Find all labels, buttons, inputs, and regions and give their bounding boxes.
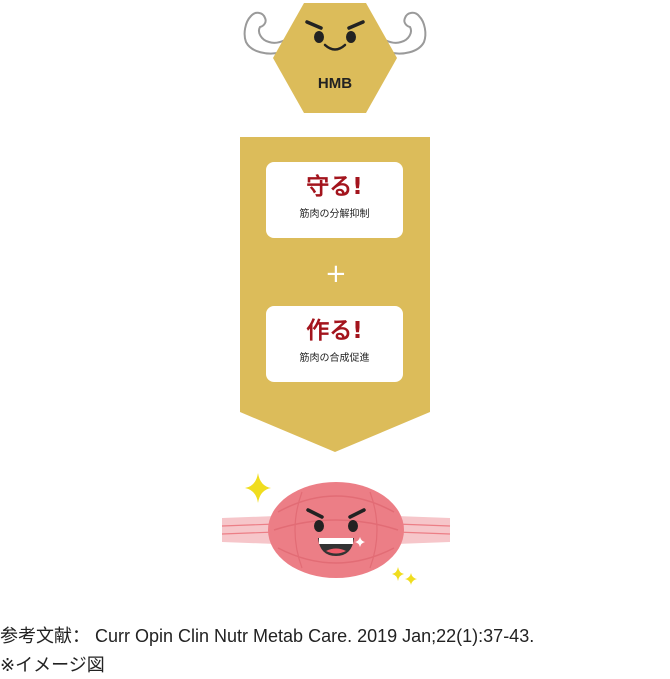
protect-subtitle: 筋肉の分解抑制 bbox=[299, 209, 370, 220]
small-sparkle-icon bbox=[405, 573, 417, 585]
protect-title: 守る! bbox=[306, 174, 363, 200]
image-note: ※イメージ図 bbox=[0, 655, 105, 675]
sparkle-icon bbox=[245, 473, 271, 503]
plus-sign: + bbox=[325, 259, 347, 289]
small-sparkle-icon bbox=[392, 567, 404, 581]
hmb-hexagon bbox=[273, 3, 397, 113]
left-flexing-arm-icon bbox=[243, 11, 286, 55]
build-title: 作る! bbox=[306, 318, 363, 344]
muscle-icon bbox=[268, 482, 404, 578]
face-icon bbox=[305, 20, 365, 51]
build-card: 作る! 筋肉の合成促進 bbox=[266, 306, 403, 382]
right-flexing-arm-icon bbox=[384, 11, 427, 55]
hmb-character: HMB bbox=[243, 3, 427, 113]
build-subtitle: 筋肉の合成促進 bbox=[299, 353, 370, 364]
muscle-face-icon bbox=[306, 508, 366, 556]
hmb-label: HMB bbox=[318, 75, 352, 92]
muscle-tendons bbox=[221, 516, 451, 544]
muscle-character bbox=[221, 473, 451, 585]
protect-card: 守る! 筋肉の分解抑制 bbox=[266, 162, 403, 238]
reference-citation: 参考文献： Curr Opin Clin Nutr Metab Care. 20… bbox=[0, 626, 535, 646]
